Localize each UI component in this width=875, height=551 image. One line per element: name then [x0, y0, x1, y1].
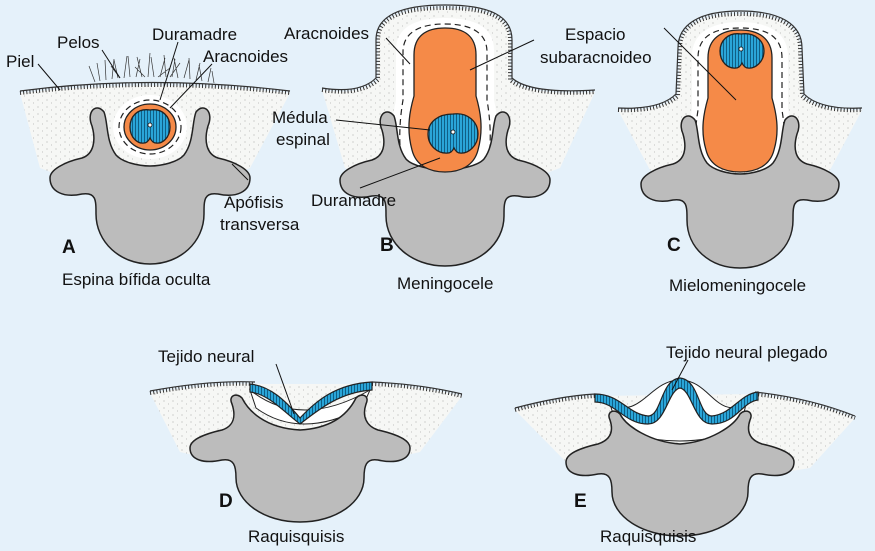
label-apofisis-2: transversa [220, 215, 300, 234]
panel-letter-b: B [380, 235, 394, 256]
label-espacio-2: subaracnoideo [540, 48, 652, 67]
leader-piel [38, 64, 60, 90]
caption-e: Raquisquisis [600, 527, 696, 546]
caption-a: Espina bífida oculta [62, 270, 211, 289]
label-pelos: Pelos [57, 33, 100, 52]
caption-c: Mielomeningocele [669, 276, 806, 295]
caption-b: Meningocele [397, 274, 493, 293]
central-canal-a [148, 123, 152, 127]
label-duramadre-b: Duramadre [311, 191, 396, 210]
label-aracnoides-b: Aracnoides [284, 24, 369, 43]
panel-letter-a: A [62, 237, 76, 258]
label-aracnoides-a: Aracnoides [203, 47, 288, 66]
panel-b [322, 5, 595, 266]
label-medula-1: Médula [272, 108, 328, 127]
panel-c [618, 11, 862, 268]
panel-letter-e: E [574, 491, 587, 512]
label-tejido-plegado: Tejido neural plegado [666, 343, 828, 362]
label-tejido-neural: Tejido neural [158, 347, 254, 366]
caption-d: Raquisquisis [248, 527, 344, 546]
label-espacio-1: Espacio [565, 25, 625, 44]
hairs-a [89, 53, 214, 83]
label-piel: Piel [6, 52, 34, 71]
label-medula-2: espinal [276, 130, 330, 149]
leader-pelos [102, 50, 120, 78]
central-canal-b [451, 130, 455, 134]
central-canal-c [739, 47, 743, 51]
panel-d [150, 382, 462, 522]
panel-letter-c: C [667, 235, 681, 256]
panel-e [515, 378, 855, 536]
label-apofisis-1: Apófisis [224, 193, 284, 212]
label-duramadre-a: Duramadre [152, 25, 237, 44]
panel-letter-d: D [219, 491, 233, 512]
